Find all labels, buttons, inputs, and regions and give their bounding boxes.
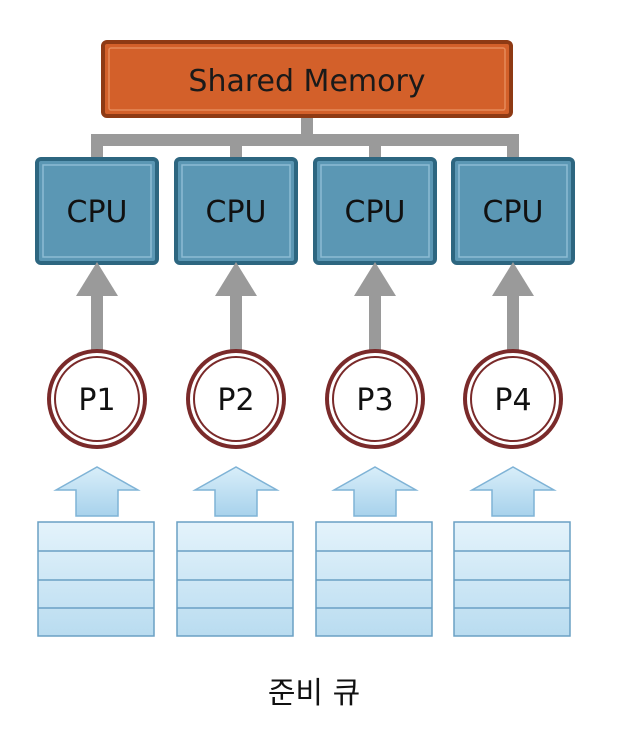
shared-memory-label: Shared Memory — [188, 64, 425, 99]
queue-arrow-2 — [192, 466, 280, 517]
shared-memory-box: Shared Memory — [101, 40, 513, 118]
process-label-4: P4 — [494, 383, 531, 418]
process-label-1: P1 — [78, 383, 115, 418]
cpu-box-1: CPU — [35, 157, 159, 265]
cpu-box-2: CPU — [174, 157, 298, 265]
cpu-label-2: CPU — [206, 195, 267, 230]
cpu-label-4: CPU — [483, 195, 544, 230]
queue-arrow-3 — [331, 466, 419, 517]
cpu-row: CPU CPU CPU CPU — [35, 157, 575, 265]
process-label-2: P2 — [217, 383, 254, 418]
dispatch-arrows — [76, 262, 534, 353]
cpu-box-3: CPU — [313, 157, 437, 265]
process-circle-3: P3 — [325, 349, 425, 449]
process-label-3: P3 — [356, 383, 393, 418]
process-circle-2: P2 — [186, 349, 286, 449]
queue-arrows — [53, 466, 557, 517]
dispatch-arrow-2 — [215, 262, 257, 353]
cpu-label-1: CPU — [67, 195, 128, 230]
dispatch-arrow-1 — [76, 262, 118, 353]
ready-queue-4 — [453, 521, 571, 637]
process-circle-1: P1 — [47, 349, 147, 449]
dispatch-arrow-3 — [354, 262, 396, 353]
ready-queue-2 — [176, 521, 294, 637]
queue-arrow-4 — [469, 466, 557, 517]
memory-bus — [91, 116, 519, 162]
ready-queue-caption: 준비 큐 — [267, 676, 361, 711]
queue-arrow-1 — [53, 466, 141, 517]
ready-queue-3 — [315, 521, 433, 637]
dispatch-arrow-4 — [492, 262, 534, 353]
cpu-box-4: CPU — [451, 157, 575, 265]
process-row: P1 P2 P3 P4 — [47, 349, 563, 449]
ready-queues — [37, 521, 571, 637]
cpu-label-3: CPU — [345, 195, 406, 230]
ready-queue-1 — [37, 521, 155, 637]
process-circle-4: P4 — [463, 349, 563, 449]
